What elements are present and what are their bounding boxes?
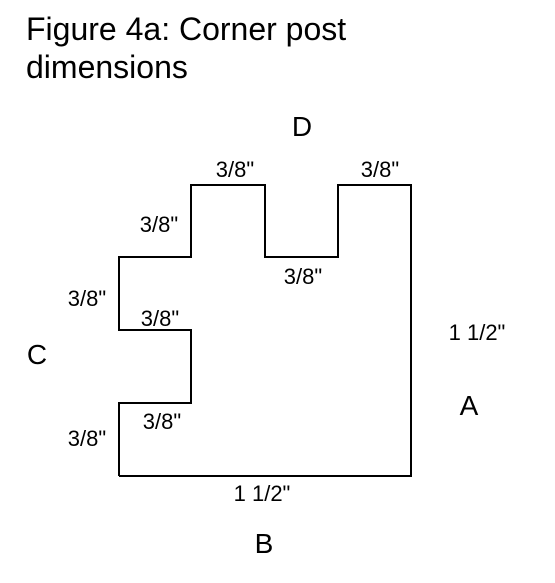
dim-upper-left-step: 3/8" xyxy=(140,212,178,237)
dim-bottom-left: 3/8" xyxy=(68,426,106,451)
dim-left-step: 3/8" xyxy=(141,306,179,331)
side-label-c: C xyxy=(27,339,47,370)
dim-lower-step: 3/8" xyxy=(143,409,181,434)
dim-top-left-notch: 3/8" xyxy=(216,157,254,182)
dim-right-height: 1 1/2" xyxy=(449,320,506,345)
side-label-b: B xyxy=(255,528,274,559)
side-label-d: D xyxy=(292,111,312,142)
dim-notch-bottom: 3/8" xyxy=(284,264,322,289)
dim-bottom-width: 1 1/2" xyxy=(234,481,291,506)
corner-post-outline xyxy=(118,184,412,477)
dim-left-outer: 3/8" xyxy=(68,286,106,311)
dim-top-right-notch: 3/8" xyxy=(361,157,399,182)
side-label-a: A xyxy=(460,390,479,421)
figure-title: Figure 4a: Corner post dimensions xyxy=(26,11,347,85)
